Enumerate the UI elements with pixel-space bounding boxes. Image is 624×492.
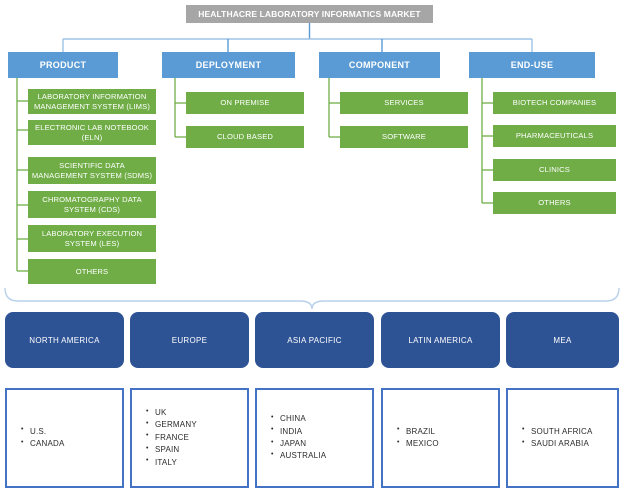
leaf-product-eln[interactable]: ELECTRONIC LAB NOTEBOOK (ELN)	[28, 120, 156, 145]
country-list-mea: SOUTH AFRICASAUDI ARABIA	[522, 425, 593, 451]
leaf-product-others[interactable]: OTHERS	[28, 259, 156, 284]
country-list-item: MEXICO	[397, 437, 439, 450]
country-list-item: GERMANY	[146, 419, 197, 431]
country-list-north-america: U.S.CANADA	[21, 425, 65, 451]
country-list-item: UK	[146, 406, 197, 419]
category-box-deployment[interactable]: DEPLOYMENT	[162, 52, 295, 78]
region-box-mea[interactable]: MEA	[506, 312, 619, 368]
region-box-north-america[interactable]: NORTH AMERICA	[5, 312, 124, 368]
leaf-product-cds[interactable]: CHROMATOGRAPHY DATA SYSTEM (CDS)	[28, 191, 156, 218]
country-list-item: SAUDI ARABIA	[522, 437, 593, 450]
country-list-item: SPAIN	[146, 444, 197, 456]
leaf-enduse-biotech-companies[interactable]: BIOTECH COMPANIES	[493, 92, 616, 114]
leaf-product-sdms[interactable]: SCIENTIFIC DATA MANAGEMENT SYSTEM (SDMS)	[28, 157, 156, 184]
country-list-item: FRANCE	[146, 431, 197, 444]
country-box-mea[interactable]: SOUTH AFRICASAUDI ARABIA	[506, 388, 619, 488]
country-list-europe: UKGERMANYFRANCESPAINITALY	[146, 406, 197, 469]
leaf-deployment-on-premise[interactable]: ON PREMISE	[186, 92, 304, 114]
leaf-product-les[interactable]: LABORATORY EXECUTION SYSTEM (LES)	[28, 225, 156, 252]
leaf-component-software[interactable]: SOFTWARE	[340, 126, 468, 148]
country-list-item: ITALY	[146, 456, 197, 469]
leaf-enduse-clinics[interactable]: CLINICS	[493, 159, 616, 181]
category-box-product[interactable]: PRODUCT	[8, 52, 118, 78]
country-list-item: AUSTRALIA	[271, 450, 326, 462]
country-box-europe[interactable]: UKGERMANYFRANCESPAINITALY	[130, 388, 249, 488]
country-list-item: U.S.	[21, 425, 65, 438]
region-box-europe[interactable]: EUROPE	[130, 312, 249, 368]
country-list-item: SOUTH AFRICA	[522, 425, 593, 438]
category-box-component[interactable]: COMPONENT	[319, 52, 440, 78]
country-list-item: INDIA	[271, 425, 326, 438]
leaf-enduse-others[interactable]: OTHERS	[493, 192, 616, 214]
diagram-title: HEALTHACRE LABORATORY INFORMATICS MARKET	[186, 5, 433, 23]
country-box-asia-pacific[interactable]: CHINAINDIAJAPANAUSTRALIA	[255, 388, 374, 488]
country-list-item: JAPAN	[271, 437, 326, 450]
country-list-asia-pacific: CHINAINDIAJAPANAUSTRALIA	[271, 413, 326, 463]
country-list-item: BRAZIL	[397, 425, 439, 438]
country-list-item: CHINA	[271, 413, 326, 425]
region-box-asia-pacific[interactable]: ASIA PACIFIC	[255, 312, 374, 368]
category-box-enduse[interactable]: END-USE	[469, 52, 595, 78]
region-box-latin-america[interactable]: LATIN AMERICA	[381, 312, 500, 368]
regions-brace	[4, 287, 620, 310]
leaf-product-lims[interactable]: LABORATORY INFORMATION MANAGEMENT SYSTEM…	[28, 89, 156, 114]
country-box-latin-america[interactable]: BRAZILMEXICO	[381, 388, 500, 488]
country-list-item: CANADA	[21, 437, 65, 450]
leaf-enduse-pharmaceuticals[interactable]: PHARMACEUTICALS	[493, 125, 616, 147]
leaf-deployment-cloud-based[interactable]: CLOUD BASED	[186, 126, 304, 148]
leaf-component-services[interactable]: SERVICES	[340, 92, 468, 114]
country-list-latin-america: BRAZILMEXICO	[397, 425, 439, 451]
country-box-north-america[interactable]: U.S.CANADA	[5, 388, 124, 488]
